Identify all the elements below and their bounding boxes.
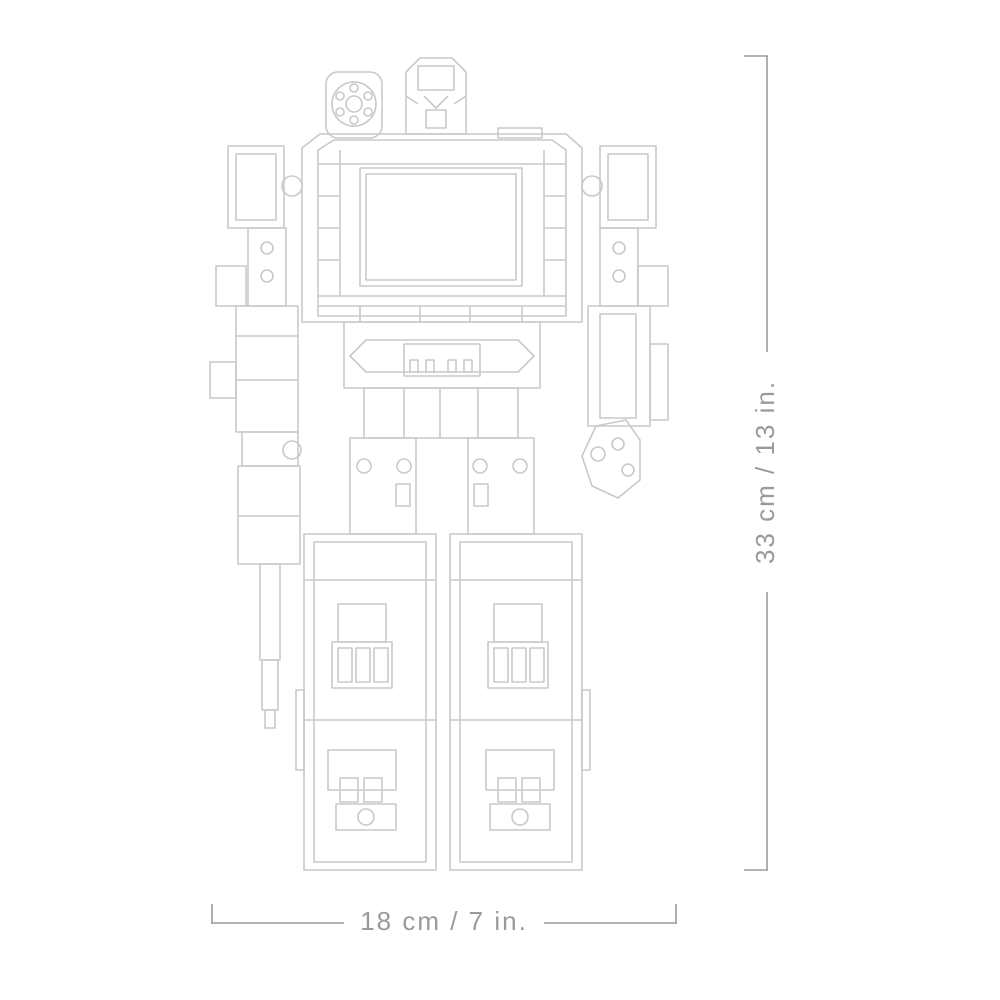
hips bbox=[363, 387, 519, 439]
width-dimension bbox=[211, 904, 677, 924]
shoulder-cannon bbox=[325, 71, 383, 139]
height-dimension bbox=[744, 55, 768, 871]
left-leg bbox=[295, 437, 437, 871]
right-arm bbox=[581, 145, 669, 499]
chest-top-tab bbox=[497, 127, 543, 139]
waist-panel bbox=[343, 321, 541, 389]
width-label: 18 cm / 7 in. bbox=[360, 906, 528, 936]
robot-outline bbox=[209, 57, 669, 871]
height-label: 33 cm / 13 in. bbox=[750, 380, 780, 564]
cassette-window bbox=[359, 167, 523, 287]
right-leg bbox=[449, 437, 591, 871]
left-arm bbox=[209, 145, 303, 729]
head bbox=[405, 57, 467, 135]
chest bbox=[301, 133, 583, 323]
